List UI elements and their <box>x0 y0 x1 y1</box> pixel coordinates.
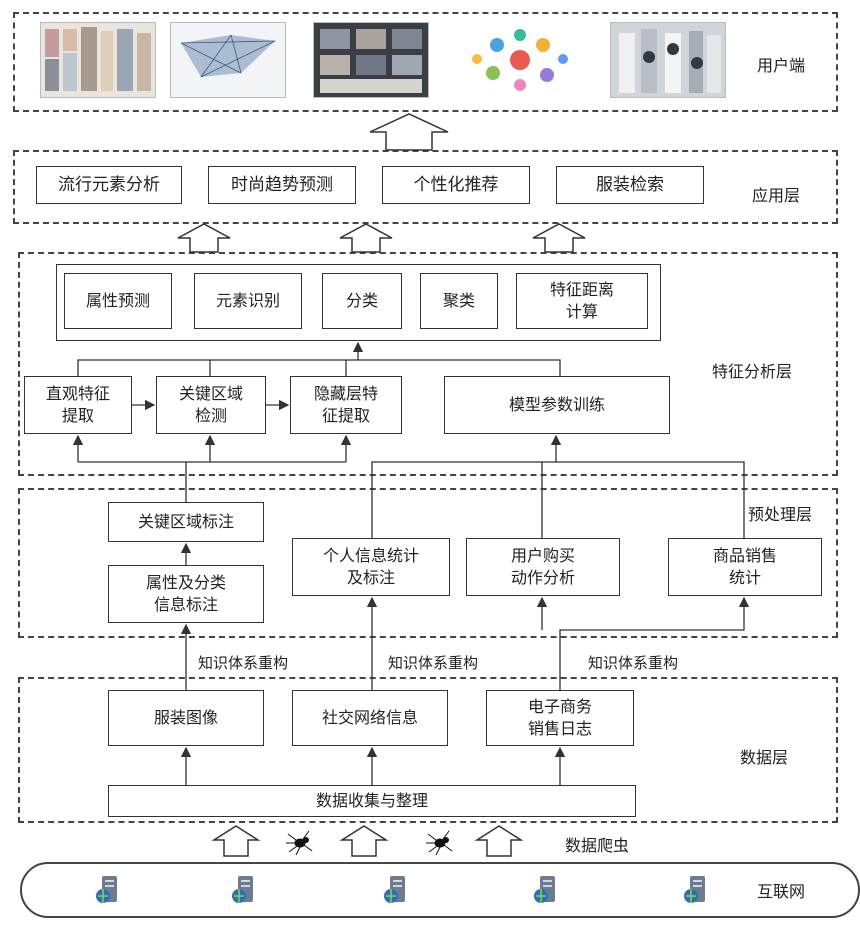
app-box-clothing-search: 服装检索 <box>556 166 704 204</box>
app-box-popular-elements: 流行元素分析 <box>36 166 182 204</box>
box-purchase-analysis: 用户购买 动作分析 <box>466 538 620 596</box>
box-key-region-detection: 关键区域 检测 <box>156 376 266 434</box>
knowledge-label-1: 知识体系重构 <box>196 652 291 673</box>
spider-icon <box>286 830 313 856</box>
box-attribute-prediction: 属性预测 <box>64 273 172 329</box>
app-layer <box>13 150 838 224</box>
fashion-collage-thumb <box>40 22 156 98</box>
user-layer <box>13 12 838 112</box>
internet-container <box>20 862 860 918</box>
box-classification: 分类 <box>322 273 402 329</box>
box-hidden-layer-extraction: 隐藏层特 征提取 <box>290 376 402 434</box>
box-data-collection: 数据收集与整理 <box>108 785 636 817</box>
data-layer <box>18 677 838 823</box>
app-box-trend-forecast: 时尚趋势预测 <box>208 166 356 204</box>
server-globe-icon <box>384 876 405 903</box>
box-clustering: 聚类 <box>420 273 498 329</box>
spider-icon <box>426 830 453 856</box>
app-box-personal-recommend: 个性化推荐 <box>382 166 530 204</box>
network-graph-thumb <box>170 22 286 98</box>
box-personal-info-stats: 个人信息统计 及标注 <box>292 538 450 596</box>
hollow-arrow-crawler-1 <box>211 825 261 857</box>
hollow-arrow-feature-to-app-3 <box>532 223 586 253</box>
user-layer-label: 用户端 <box>757 56 806 75</box>
data-layer-label: 数据层 <box>740 748 789 767</box>
hollow-arrow-app-to-user <box>369 113 449 151</box>
hollow-arrow-crawler-3 <box>474 825 524 857</box>
video-surveillance-thumb <box>313 22 429 98</box>
box-model-parameter-training: 模型参数训练 <box>444 376 670 434</box>
feature-layer-label: 特征分析层 <box>712 362 793 381</box>
box-intuitive-feature-extraction: 直观特征 提取 <box>24 376 132 434</box>
knowledge-label-2: 知识体系重构 <box>386 652 481 673</box>
crawler-label: 数据爬虫 <box>565 836 630 855</box>
server-globe-icon <box>684 876 705 903</box>
preprocess-layer <box>18 488 838 638</box>
box-element-recognition: 元素识别 <box>194 273 302 329</box>
hollow-arrow-feature-to-app-1 <box>177 223 231 253</box>
box-feature-distance: 特征距离 计算 <box>516 273 648 329</box>
people-avatars-thumb <box>462 22 578 98</box>
box-clothing-images: 服装图像 <box>108 690 264 746</box>
server-globe-icon <box>96 876 117 903</box>
box-sales-stats: 商品销售 统计 <box>668 538 822 596</box>
server-globe-icon <box>232 876 253 903</box>
hollow-arrow-feature-to-app-2 <box>339 223 393 253</box>
box-attribute-class-annotation: 属性及分类 信息标注 <box>108 565 264 623</box>
box-key-region-annotation: 关键区域标注 <box>108 502 264 542</box>
mannequin-retail-thumb <box>610 22 726 98</box>
feature-layer <box>18 252 838 476</box>
box-social-network-info: 社交网络信息 <box>292 690 448 746</box>
preprocess-layer-label: 预处理层 <box>748 505 813 524</box>
internet-label: 互联网 <box>757 882 806 901</box>
hollow-arrow-crawler-2 <box>339 825 389 857</box>
box-ecommerce-sales-log: 电子商务 销售日志 <box>486 690 634 746</box>
knowledge-label-3: 知识体系重构 <box>586 652 681 673</box>
server-globe-icon <box>534 876 555 903</box>
app-layer-label: 应用层 <box>752 186 801 205</box>
